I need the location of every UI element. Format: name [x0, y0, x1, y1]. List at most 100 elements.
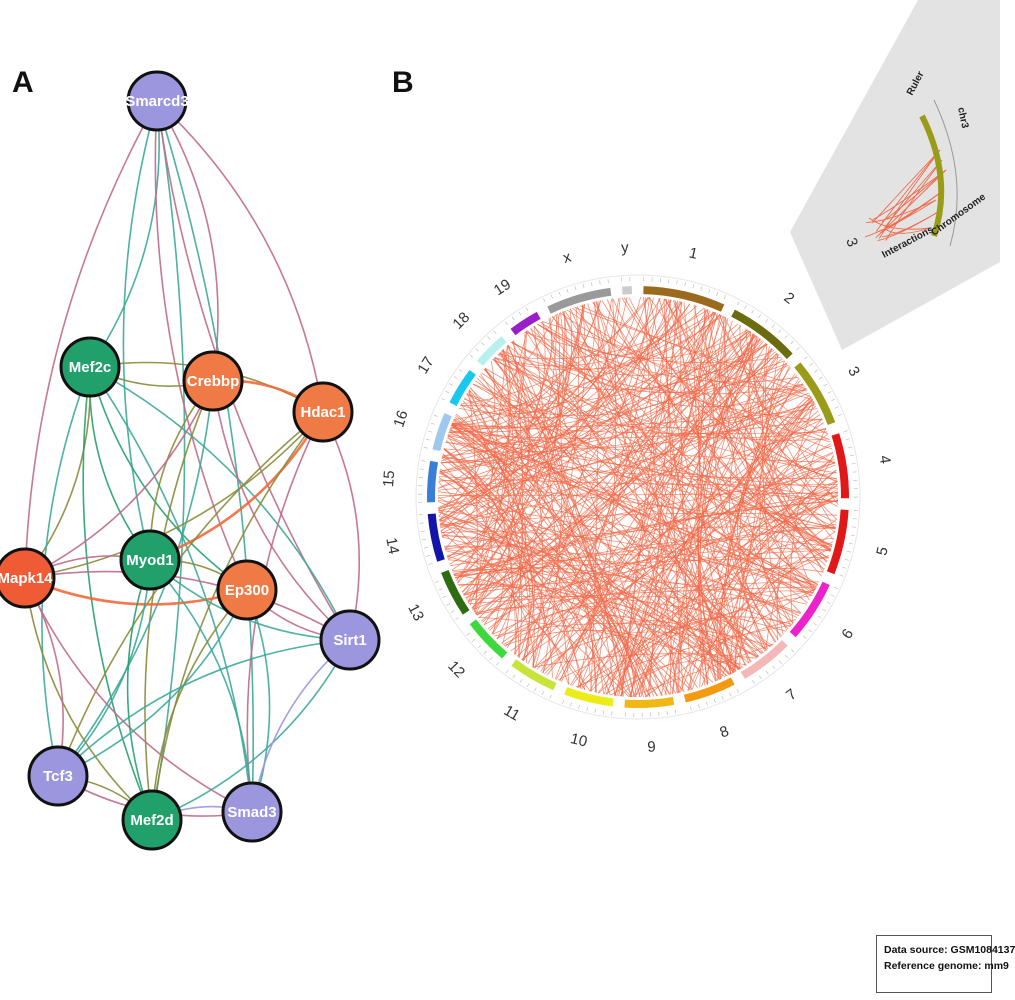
ruler-tick — [570, 702, 572, 707]
ruler-tick — [420, 530, 425, 532]
node-label: Sirt1 — [333, 632, 366, 649]
ruler-tick — [423, 446, 428, 449]
ruler-tick — [790, 341, 794, 345]
interaction-link — [439, 522, 698, 689]
interaction-link — [642, 297, 736, 672]
node-circle — [319, 609, 381, 671]
chromosome-label: 3 — [844, 364, 863, 380]
interaction-link — [630, 643, 774, 698]
network-edge — [151, 589, 248, 821]
interaction-link — [462, 400, 644, 698]
ruler-tick — [668, 279, 670, 284]
node-circle — [0, 547, 56, 609]
node-label: Ep300 — [225, 582, 269, 599]
ruler-tick — [814, 369, 818, 373]
interaction-link — [728, 402, 815, 663]
chromosome-label: 5 — [873, 545, 891, 557]
ruler-tick — [716, 291, 719, 296]
ruler-tick — [505, 669, 509, 674]
data-source-box: Data source: GSM1084137 Reference genome… — [876, 935, 1015, 993]
inset-interactions — [864, 149, 947, 242]
ruler-tick — [423, 547, 429, 549]
interaction-link — [444, 548, 663, 696]
node-label: Hdac1 — [300, 404, 345, 421]
interaction-link — [525, 331, 747, 666]
network-edge — [57, 559, 151, 777]
chromosome-segment-2 — [731, 309, 793, 359]
network-edge — [151, 639, 351, 821]
inset-interaction-link — [864, 199, 937, 238]
interaction-link — [521, 414, 821, 661]
network-edge — [82, 366, 153, 821]
ruler-tick — [449, 383, 454, 386]
interaction-link — [640, 363, 788, 698]
interaction-link — [441, 312, 716, 459]
interaction-link — [466, 393, 517, 656]
chromosome-label: y — [621, 239, 630, 256]
interaction-link — [449, 314, 556, 431]
interaction-link — [629, 399, 814, 697]
ruler-tick — [419, 468, 424, 470]
ruler-tick — [469, 354, 474, 358]
interaction-link — [475, 550, 831, 615]
chromosome-label: 16 — [390, 408, 411, 429]
ruler-tick — [543, 298, 546, 303]
interaction-link — [469, 345, 511, 606]
interaction-link — [576, 306, 829, 559]
interaction-link — [532, 653, 757, 668]
ruler-tick — [441, 398, 446, 401]
interaction-link — [544, 491, 839, 675]
interaction-link — [542, 317, 563, 674]
interaction-link — [440, 304, 584, 464]
interaction-link — [472, 383, 815, 429]
ruler-tick — [602, 710, 605, 715]
ruler-tick — [839, 574, 844, 577]
interaction-link — [658, 298, 781, 638]
interaction-link — [438, 511, 743, 668]
node-ep300: Ep300 — [216, 559, 278, 621]
interaction-link — [619, 518, 838, 697]
chromosome-label: 18 — [449, 309, 473, 333]
interaction-link — [439, 519, 630, 698]
interaction-link — [765, 479, 838, 651]
ruler-tick — [796, 347, 800, 351]
ruler-tick — [586, 706, 588, 712]
ruler-ticks — [415, 274, 861, 720]
interaction-link — [442, 297, 628, 456]
ruler-tick — [752, 680, 755, 684]
interaction-link — [593, 301, 679, 693]
network-edge — [89, 366, 253, 813]
chromosome-label: 7 — [783, 686, 800, 705]
chromosome-label: 19 — [491, 276, 514, 299]
inset-interaction-link — [884, 227, 931, 234]
interaction-link — [562, 311, 739, 671]
ruler-tick — [566, 288, 569, 293]
network-edge — [89, 366, 248, 591]
ruler-tick — [729, 692, 732, 697]
reference-genome-text: Reference genome: mm9 — [884, 960, 1009, 972]
interaction-link — [438, 321, 546, 510]
ruler-tick — [481, 342, 485, 346]
chromosome-segment-1 — [643, 286, 725, 312]
ruler-tick — [813, 622, 817, 626]
interaction-link — [475, 606, 677, 694]
interaction-link — [748, 333, 831, 551]
node-tcf3: Tcf3 — [27, 745, 89, 807]
ruler-tick — [690, 706, 692, 711]
inset-interaction-link — [875, 169, 947, 239]
interaction-link — [463, 301, 596, 413]
interaction-link — [463, 329, 748, 596]
interaction-link — [697, 311, 715, 685]
ruler-tick — [458, 369, 463, 373]
interaction-link — [440, 331, 751, 463]
interaction-link — [737, 394, 811, 643]
node-smad3: Smad3 — [221, 781, 283, 843]
ruler-tick — [736, 301, 740, 306]
ruler-tick — [778, 329, 782, 334]
interaction-link — [493, 315, 723, 371]
network-edge — [57, 380, 214, 777]
node-circle — [27, 745, 89, 807]
ruler-tick — [442, 595, 447, 599]
network-edge — [151, 100, 186, 821]
